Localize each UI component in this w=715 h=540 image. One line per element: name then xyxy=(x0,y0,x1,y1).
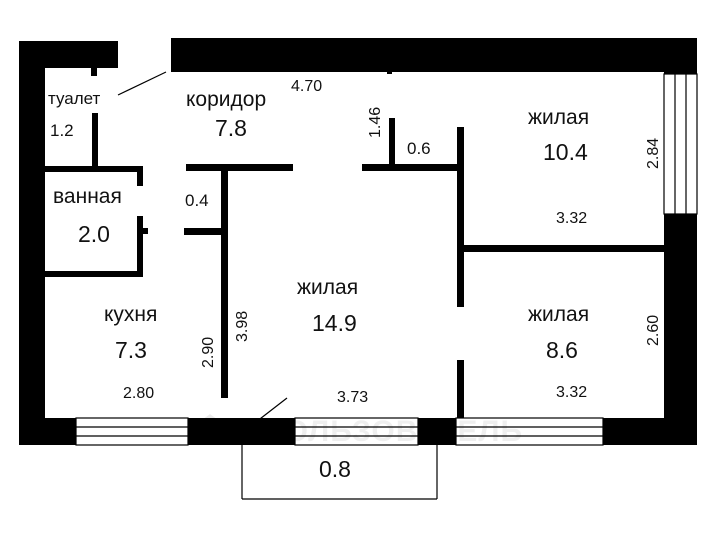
wall-bath-right-b xyxy=(137,216,143,277)
dim-top-right-room-width: 3.32 xyxy=(556,210,587,227)
bathroom-name: ванная xyxy=(53,185,122,208)
living-bot-right-area: 8.6 xyxy=(546,337,578,363)
closet-area: 0.6 xyxy=(407,139,431,158)
wall-lower-stub xyxy=(457,360,464,418)
niche-area: 0.4 xyxy=(185,191,209,210)
window-kitchen xyxy=(75,417,189,446)
window-center xyxy=(294,417,419,446)
wall-niche-bottom xyxy=(184,228,228,235)
balcony-area: 0.8 xyxy=(319,456,351,482)
living-bot-right-name: жилая xyxy=(528,303,589,326)
wall-corridor-mid xyxy=(362,164,464,171)
dim-kitchen-height: 2.90 xyxy=(200,337,217,368)
door-toilet xyxy=(117,71,167,96)
dim-bot-right-room-width: 3.32 xyxy=(556,384,587,401)
wall-toilet-stub xyxy=(91,68,97,76)
kitchen-area: 7.3 xyxy=(115,337,147,363)
living-center-area: 14.9 xyxy=(312,310,357,336)
wall-closet-right xyxy=(457,127,464,307)
wall-top-stub xyxy=(387,70,392,74)
corridor-name: коридор xyxy=(186,88,266,111)
wall-right-bottom xyxy=(664,214,697,445)
dim-right-top: 2.84 xyxy=(645,138,662,169)
wall-toilet-bottom xyxy=(45,166,140,172)
wall-bath-bottom xyxy=(45,271,143,277)
wall-rooms-divider xyxy=(457,245,664,252)
watermark-logo-icon xyxy=(194,414,248,444)
wall-bottom-mid2 xyxy=(418,418,456,445)
window-right xyxy=(663,73,698,215)
dim-corridor-wall: 1.46 xyxy=(367,107,384,138)
dim-kitchen-width: 2.80 xyxy=(123,385,154,402)
wall-closet-left xyxy=(389,118,395,171)
wall-center-vertical xyxy=(221,164,228,398)
dim-center-room-width: 3.73 xyxy=(337,389,368,406)
wall-top-main xyxy=(171,38,697,72)
watermark-text: ПОЛЬЗОВАТЕЛЬ xyxy=(262,415,523,448)
dim-right-bottom: 2.60 xyxy=(645,315,662,346)
wall-right-top xyxy=(664,38,697,74)
toilet-area: 1.2 xyxy=(50,121,74,140)
wall-bottom-mid xyxy=(188,418,295,445)
living-top-right-name: жилая xyxy=(528,106,589,129)
wall-bottom-left xyxy=(19,418,76,445)
corridor-area: 7.8 xyxy=(215,115,247,141)
bathroom-area: 2.0 xyxy=(78,221,110,247)
kitchen-name: кухня xyxy=(104,303,157,326)
toilet-name: туалет xyxy=(48,89,101,108)
living-top-right-area: 10.4 xyxy=(543,139,588,165)
window-bottom-right xyxy=(455,417,604,446)
balcony xyxy=(241,445,438,500)
wall-bath-stub xyxy=(143,228,148,234)
wall-niche-top xyxy=(186,164,293,171)
door-balcony xyxy=(255,397,288,423)
wall-left xyxy=(19,41,45,445)
dim-top-wall: 4.70 xyxy=(291,78,322,95)
dim-center-wall-height: 3.98 xyxy=(234,311,251,342)
living-center-name: жилая xyxy=(297,276,358,299)
wall-bath-right-a xyxy=(137,166,143,186)
wall-toilet-right xyxy=(92,113,98,166)
